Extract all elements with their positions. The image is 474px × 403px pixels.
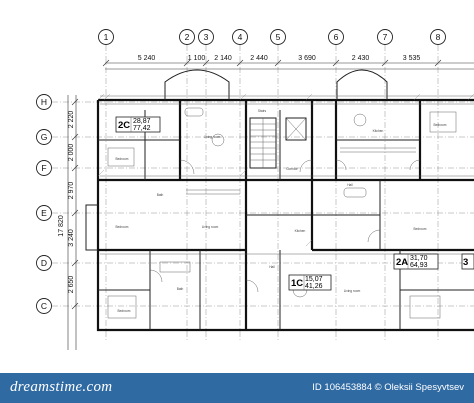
axis-marker-top: 5 <box>270 29 286 45</box>
dimension-tick <box>274 59 282 67</box>
dimension-tick <box>102 59 110 67</box>
apartment-code: 3 <box>463 257 468 268</box>
axis-label: 8 <box>436 32 441 42</box>
axis-marker-top: 8 <box>430 29 446 45</box>
axis-label: G <box>41 132 48 142</box>
room-label: Bedroom <box>434 123 447 127</box>
dimension-tick <box>71 133 79 141</box>
left-dimensions: 2 220 2 000 2 970 3 240 2 650 <box>68 98 79 310</box>
brand-logo-text: dreamstime.com <box>10 379 113 395</box>
room-label: Bedroom <box>414 227 427 231</box>
axis-label: 7 <box>383 32 388 42</box>
dimension-value: 2 430 <box>352 55 370 62</box>
room-label: Living room <box>204 135 221 139</box>
dimension-tick <box>71 164 79 172</box>
axis-label: D <box>41 258 47 268</box>
axis-label: C <box>41 301 47 311</box>
dimension-value: 1 100 <box>188 55 206 62</box>
top-dimensions: 5 240 1 100 2 140 2 440 3 690 2 430 3 535 <box>102 55 442 67</box>
axis-marker-top: 1 <box>98 29 114 45</box>
axis-label: 3 <box>204 32 209 42</box>
axis-label: 2 <box>185 32 190 42</box>
axis-marker-top: 6 <box>328 29 344 45</box>
room-label: Stairs <box>258 109 267 113</box>
axis-label: H <box>41 97 47 107</box>
dimension-value: 2 220 <box>68 111 75 129</box>
dimension-value: 3 690 <box>298 55 316 62</box>
left-axis-markers: H G F E D C <box>36 94 52 314</box>
dimension-tick <box>236 59 244 67</box>
image-credit: ID 106453884 © Oleksii Spesyvtsev <box>312 382 464 393</box>
axis-marker-top: 3 <box>198 29 214 45</box>
apartment-tag-2c: 2C 28,87 77,42 <box>115 116 161 133</box>
room-label: Hall <box>347 183 353 187</box>
apartment-tag-2a: 2A 31,70 64,93 <box>393 253 439 270</box>
room-label: Kitchen <box>295 229 306 233</box>
dimension-tick <box>332 59 340 67</box>
room-label: Bedroom <box>116 225 129 229</box>
dimension-tick <box>71 98 79 106</box>
room-label: Hall <box>269 265 275 269</box>
room-label: Bedroom <box>116 157 129 161</box>
dimension-value: 5 240 <box>138 55 156 62</box>
dimension-value: 3 240 <box>68 229 75 247</box>
axis-marker-left: F <box>36 160 52 176</box>
dimension-value: 2 650 <box>68 276 75 294</box>
apartment-code: 1C <box>291 278 303 289</box>
building-walls <box>85 69 474 332</box>
axis-marker-left: G <box>36 129 52 145</box>
apartment-tag-3: 3 <box>461 253 474 270</box>
dimension-tick <box>202 59 210 67</box>
grid-vertical-lines <box>105 45 439 340</box>
axis-label: E <box>41 208 47 218</box>
top-axis-markers: 1 2 3 4 5 6 7 8 <box>98 29 446 45</box>
room-label: Living room <box>344 289 361 293</box>
axis-marker-left: D <box>36 255 52 271</box>
left-total-dimension: 17 820 <box>58 215 65 237</box>
dimension-tick <box>434 59 442 67</box>
room-label: Kitchen <box>373 129 384 133</box>
axis-marker-top: 7 <box>377 29 393 45</box>
dimension-value: 2 440 <box>250 55 268 62</box>
image-id: ID 106453884 <box>312 382 372 393</box>
axis-marker-left: E <box>36 205 52 221</box>
apartment-area-living: 77,42 <box>133 125 151 132</box>
dimension-tick <box>71 302 79 310</box>
axis-marker-left: H <box>36 94 52 110</box>
dimension-value: 2 140 <box>214 55 232 62</box>
stock-footer-bar: dreamstime.com ID 106453884 © Oleksii Sp… <box>0 373 474 403</box>
apartment-tag-1c: 1C 15,07 41,26 <box>288 274 332 291</box>
apartment-code: 2C <box>118 120 130 131</box>
axis-marker-left: C <box>36 298 52 314</box>
room-label: Bath <box>177 287 184 291</box>
apartment-area-total: 15,07 <box>305 276 323 283</box>
dimension-tick <box>381 59 389 67</box>
axis-marker-top: 4 <box>232 29 248 45</box>
apartment-area-living: 41,26 <box>305 283 323 290</box>
room-label: Bath <box>157 193 164 197</box>
axis-label: 6 <box>334 32 339 42</box>
dimension-tick <box>183 59 191 67</box>
room-label: Corridor <box>286 167 298 171</box>
dimension-tick <box>71 209 79 217</box>
apartment-area-total: 31,70 <box>410 255 428 262</box>
apartment-area-living: 64,93 <box>410 262 428 269</box>
axis-marker-top: 2 <box>179 29 195 45</box>
author-credit: © Oleksii Spesyvtsev <box>374 382 464 393</box>
dimension-value: 3 535 <box>403 55 421 62</box>
dimension-value: 2 000 <box>68 144 75 162</box>
apartment-area-total: 28,87 <box>133 118 151 125</box>
room-label: Bedroom <box>118 309 131 313</box>
room-label: Living room <box>202 225 219 229</box>
dimension-value: 2 970 <box>68 182 75 200</box>
axis-label: 4 <box>238 32 243 42</box>
axis-label: F <box>41 163 46 173</box>
axis-label: 5 <box>276 32 281 42</box>
apartment-code: 2A <box>396 257 408 268</box>
dimension-tick <box>71 259 79 267</box>
axis-label: 1 <box>104 32 109 42</box>
